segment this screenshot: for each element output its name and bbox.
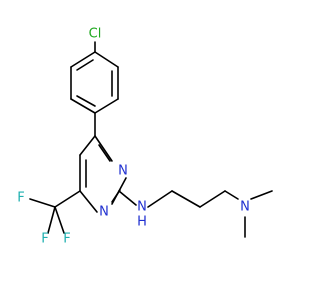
dimethylamine-nitrogen-label: N xyxy=(240,200,250,215)
bond xyxy=(94,98,119,114)
bond xyxy=(171,190,201,208)
bond xyxy=(54,190,81,208)
chlorine-atom-label: Cl xyxy=(89,27,102,42)
molecule-diagram: Cl N N N H N F F F xyxy=(17,27,273,247)
bond xyxy=(54,206,65,234)
bond xyxy=(70,98,96,114)
bond xyxy=(147,190,173,208)
ring-nitrogen-top-label: N xyxy=(118,164,128,179)
bond xyxy=(118,177,127,192)
bond xyxy=(94,135,113,162)
bond xyxy=(79,135,96,156)
atom-labels: Cl N N N H N F F F xyxy=(17,27,250,247)
bonds xyxy=(29,41,273,238)
bond xyxy=(250,190,273,200)
fluorine-bottom-right-label: F xyxy=(63,232,70,247)
structure-canvas: Cl N N N H N F F F xyxy=(17,27,273,247)
fluorine-bottom-left-label: F xyxy=(41,232,48,247)
bond xyxy=(111,189,121,203)
bond xyxy=(224,190,239,200)
ring-nitrogen-bottom-label: N xyxy=(99,205,109,220)
bond xyxy=(76,59,94,71)
bond xyxy=(29,198,56,208)
bond xyxy=(118,190,137,206)
amine-nitrogen-label: N xyxy=(137,200,147,215)
bond xyxy=(199,190,226,208)
bond xyxy=(94,51,119,68)
bond xyxy=(47,206,56,234)
bond xyxy=(76,95,96,107)
bond xyxy=(70,51,96,68)
amine-hydrogen-label: H xyxy=(137,215,147,230)
bond xyxy=(79,190,98,213)
fluorine-left-label: F xyxy=(17,191,24,206)
bond xyxy=(98,144,111,162)
